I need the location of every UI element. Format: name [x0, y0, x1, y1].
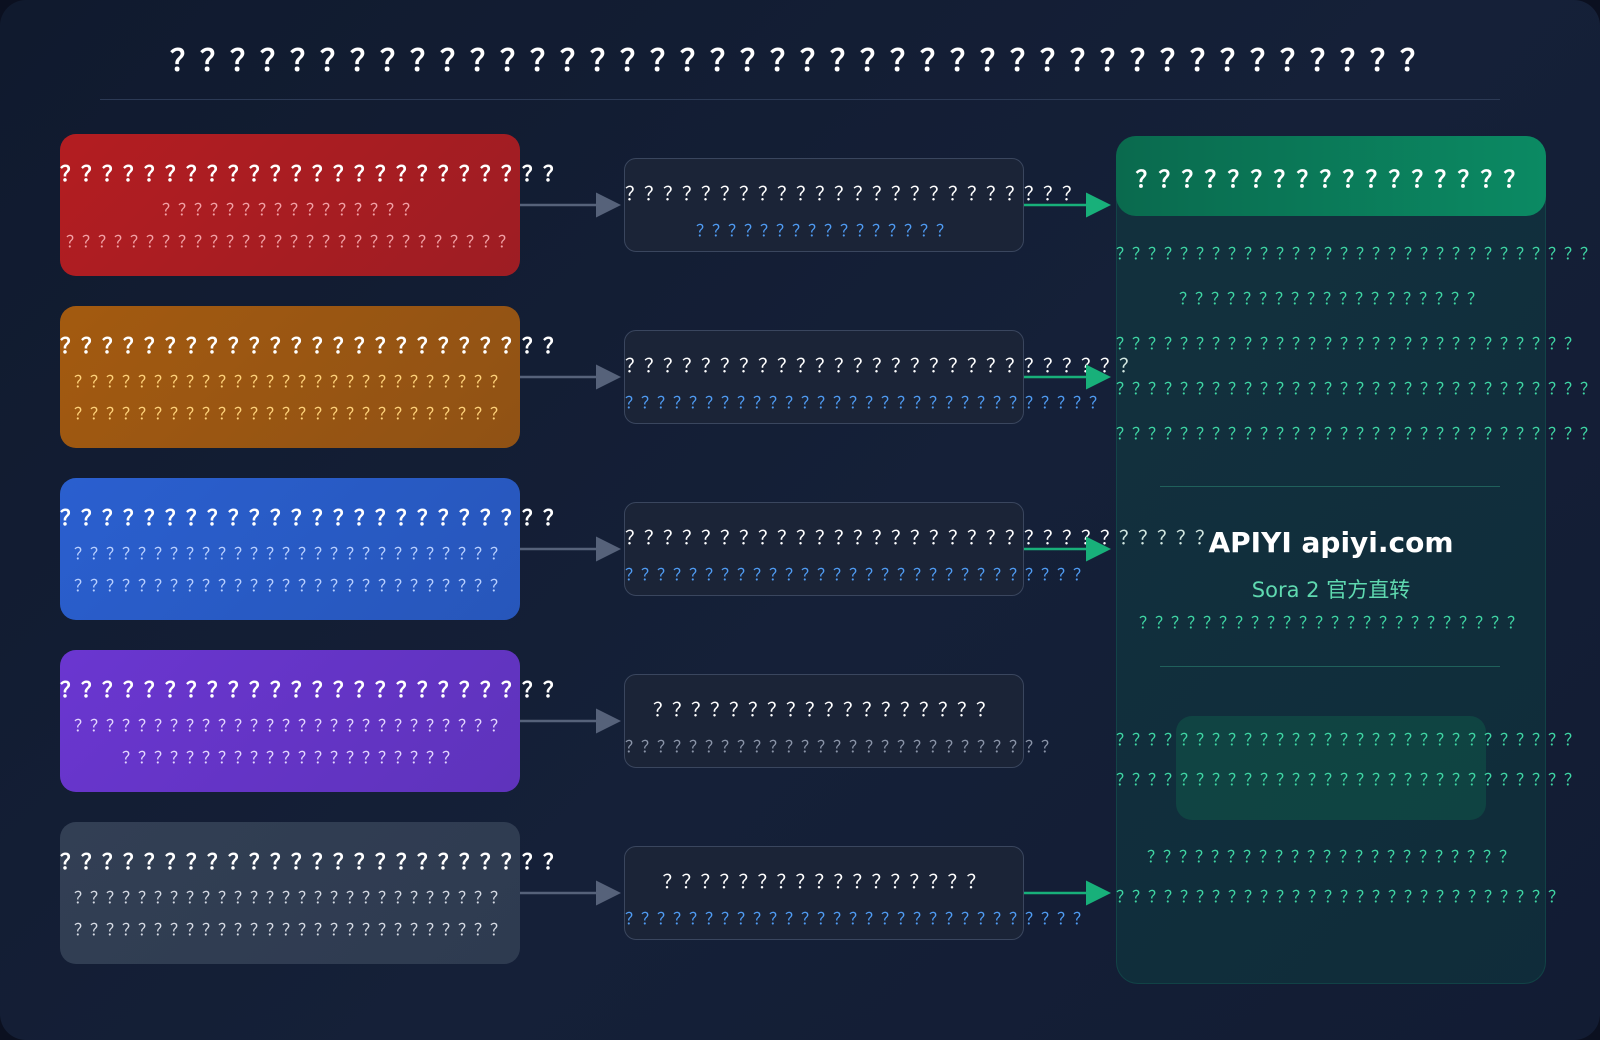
source-subtitle: ？？？？？？？？？？？？？？？？？？？？？？？？？？？: [73, 372, 506, 391]
middle-box-4: ？？？？？？？？？？？？？？？？？？ ？？？？？？？？？？？？？？？？？？？？？…: [624, 674, 1058, 768]
source-title: ？？？？？？？？？？？？？？？？？？？？？？？？: [60, 850, 564, 874]
source-note: ？？？？？？？？？？？？？？？？？？？？？？？？？？？: [73, 404, 506, 423]
destination-panel: [1116, 136, 1546, 984]
middle-box-2: ？？？？？？？？？？？？？？？？？？？？？？？？？？？ ？？？？？？？？？？？？…: [624, 330, 1139, 424]
source-title: ？？？？？？？？？？？？？？？？？？？？？？？？: [60, 334, 564, 358]
destination-footer-line-2: ？？？？？？？？？？？？？？？？？？？？？？？？？？？？: [1116, 887, 1565, 906]
destination-line-1: ？？？？？？？？？？？？？？？？？？？？？？？？？？？？？？: [1116, 244, 1597, 263]
source-subtitle: ？？？？？？？？？？？？？？？？？？？？？？？？？？？: [73, 544, 506, 563]
source-note: ？？？？？？？？？？？？？？？？？？？？？？？？？？？: [73, 576, 506, 595]
benefit-line-1: ？？？？？？？？？？？？？？？？？？？？？？？？？？？？？: [1116, 730, 1581, 749]
middle-subtitle: ？？？？？？？？？？？？？？？？？？？？？？？？？？？？？？: [625, 393, 1106, 412]
brand-name: APIYI apiyi.com: [1208, 526, 1454, 559]
source-subtitle: ？？？？？？？？？？？？？？？？？？？？？？？？？？？: [73, 888, 506, 907]
benefit-line-2: ？？？？？？？？？？？？？？？？？？？？？？？？？？？？？: [1116, 770, 1581, 789]
brand-tagline: Sora 2 官方直转: [1251, 578, 1411, 602]
destination-line-3: ？？？？？？？？？？？？？？？？？？？？？？？？？？？？？: [1116, 334, 1581, 353]
brand-description: ？？？？？？？？？？？？？？？？？？？？？？？？: [1138, 613, 1523, 632]
source-subtitle: ？？？？？？？？？？？？？？？？: [161, 200, 418, 219]
middle-title: ？？？？？？？？？？？？？？？？？？: [652, 699, 995, 721]
destination-line-5: ？？？？？？？？？？？？？？？？？？？？？？？？？？？？？？: [1116, 424, 1597, 443]
source-note: ？？？？？？？？？？？？？？？？？？？？？: [121, 748, 458, 767]
source-note: ？？？？？？？？？？？？？？？？？？？？？？？？？？？？: [65, 232, 514, 251]
benefit-box: [1176, 716, 1486, 820]
source-title: ？？？？？？？？？？？？？？？？？？？？？？？？: [60, 506, 564, 530]
destination-header: ？？？？？？？？？？？？？？？？？: [1116, 136, 1546, 216]
title-divider: [100, 99, 1500, 100]
source-box-1: ？？？？？？？？？？？？？？？？？？？？？？？？ ？？？？？？？？？？？？？？？…: [60, 134, 564, 276]
middle-subtitle: ？？？？？？？？？？？？？？？？？？？？？？？？？？？？？: [625, 909, 1090, 928]
destination-divider-top: [1160, 486, 1500, 487]
destination-divider-bottom: [1160, 666, 1500, 667]
middle-title: ？？？？？？？？？？？？？？？？？？？？？？？？？？？: [625, 355, 1139, 377]
source-box-5: ？？？？？？？？？？？？？？？？？？？？？？？？ ？？？？？？？？？？？？？？？…: [60, 822, 564, 964]
destination-title: ？？？？？？？？？？？？？？？？？: [1135, 167, 1527, 193]
destination-footer-line-1: ？？？？？？？？？？？？？？？？？？？？？？？: [1146, 847, 1515, 866]
middle-subtitle: ？？？？？？？？？？？？？？？？？？？？？？？？？？？？？: [625, 565, 1090, 584]
diagram-title: ？？？？？？？？？？？？？？？？？？？？？？？？？？？？？？？？？？？？？？？？…: [170, 44, 1430, 79]
middle-box-1: ？？？？？？？？？？？？？？？？？？？？？？？？ ？？？？？？？？？？？？？？？…: [624, 158, 1082, 252]
middle-subtitle: ？？？？？？？？？？？？？？？？？？？？？？？？？？？: [625, 737, 1058, 756]
source-box-2: ？？？？？？？？？？？？？？？？？？？？？？？？ ？？？？？？？？？？？？？？？…: [60, 306, 564, 448]
middle-title: ？？？？？？？？？？？？？？？？？？？？？？？？: [625, 183, 1082, 205]
middle-title: ？？？？？？？？？？？？？？？？？: [662, 871, 986, 893]
destination-line-2: ？？？？？？？？？？？？？？？？？？？: [1178, 289, 1483, 308]
destination-line-4: ？？？？？？？？？？？？？？？？？？？？？？？？？？？？？？: [1116, 379, 1597, 398]
middle-box-5: ？？？？？？？？？？？？？？？？？ ？？？？？？？？？？？？？？？？？？？？？？…: [624, 846, 1090, 940]
source-title: ？？？？？？？？？？？？？？？？？？？？？？？？: [60, 678, 564, 702]
source-subtitle: ？？？？？？？？？？？？？？？？？？？？？？？？？？？: [73, 716, 506, 735]
source-title: ？？？？？？？？？？？？？？？？？？？？？？？？: [60, 162, 564, 186]
source-box-4: ？？？？？？？？？？？？？？？？？？？？？？？？ ？？？？？？？？？？？？？？？…: [60, 650, 564, 792]
middle-subtitle: ？？？？？？？？？？？？？？？？: [695, 221, 952, 240]
source-box-3: ？？？？？？？？？？？？？？？？？？？？？？？？ ？？？？？？？？？？？？？？？…: [60, 478, 564, 620]
source-note: ？？？？？？？？？？？？？？？？？？？？？？？？？？？: [73, 920, 506, 939]
